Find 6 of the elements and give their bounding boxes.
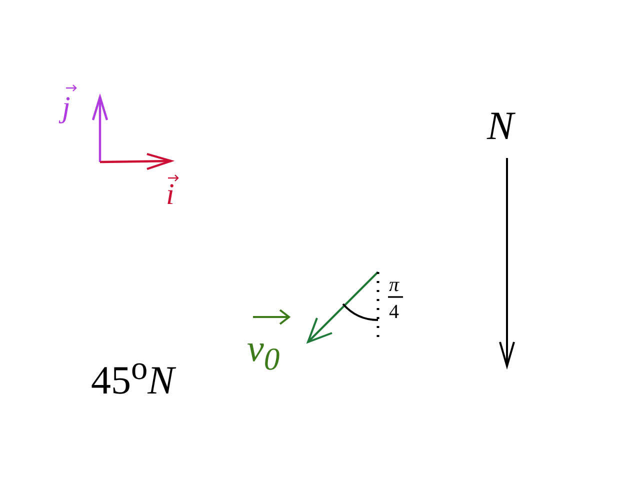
direction-label: N <box>487 106 514 146</box>
angle-numerator: π <box>389 275 400 295</box>
latitude-label: 45$^{o}$N <box>91 352 174 400</box>
vector-label: i <box>166 180 174 210</box>
angle-denominator: 4 <box>389 302 399 322</box>
velocity-label: v$_{0}$ <box>247 330 280 376</box>
